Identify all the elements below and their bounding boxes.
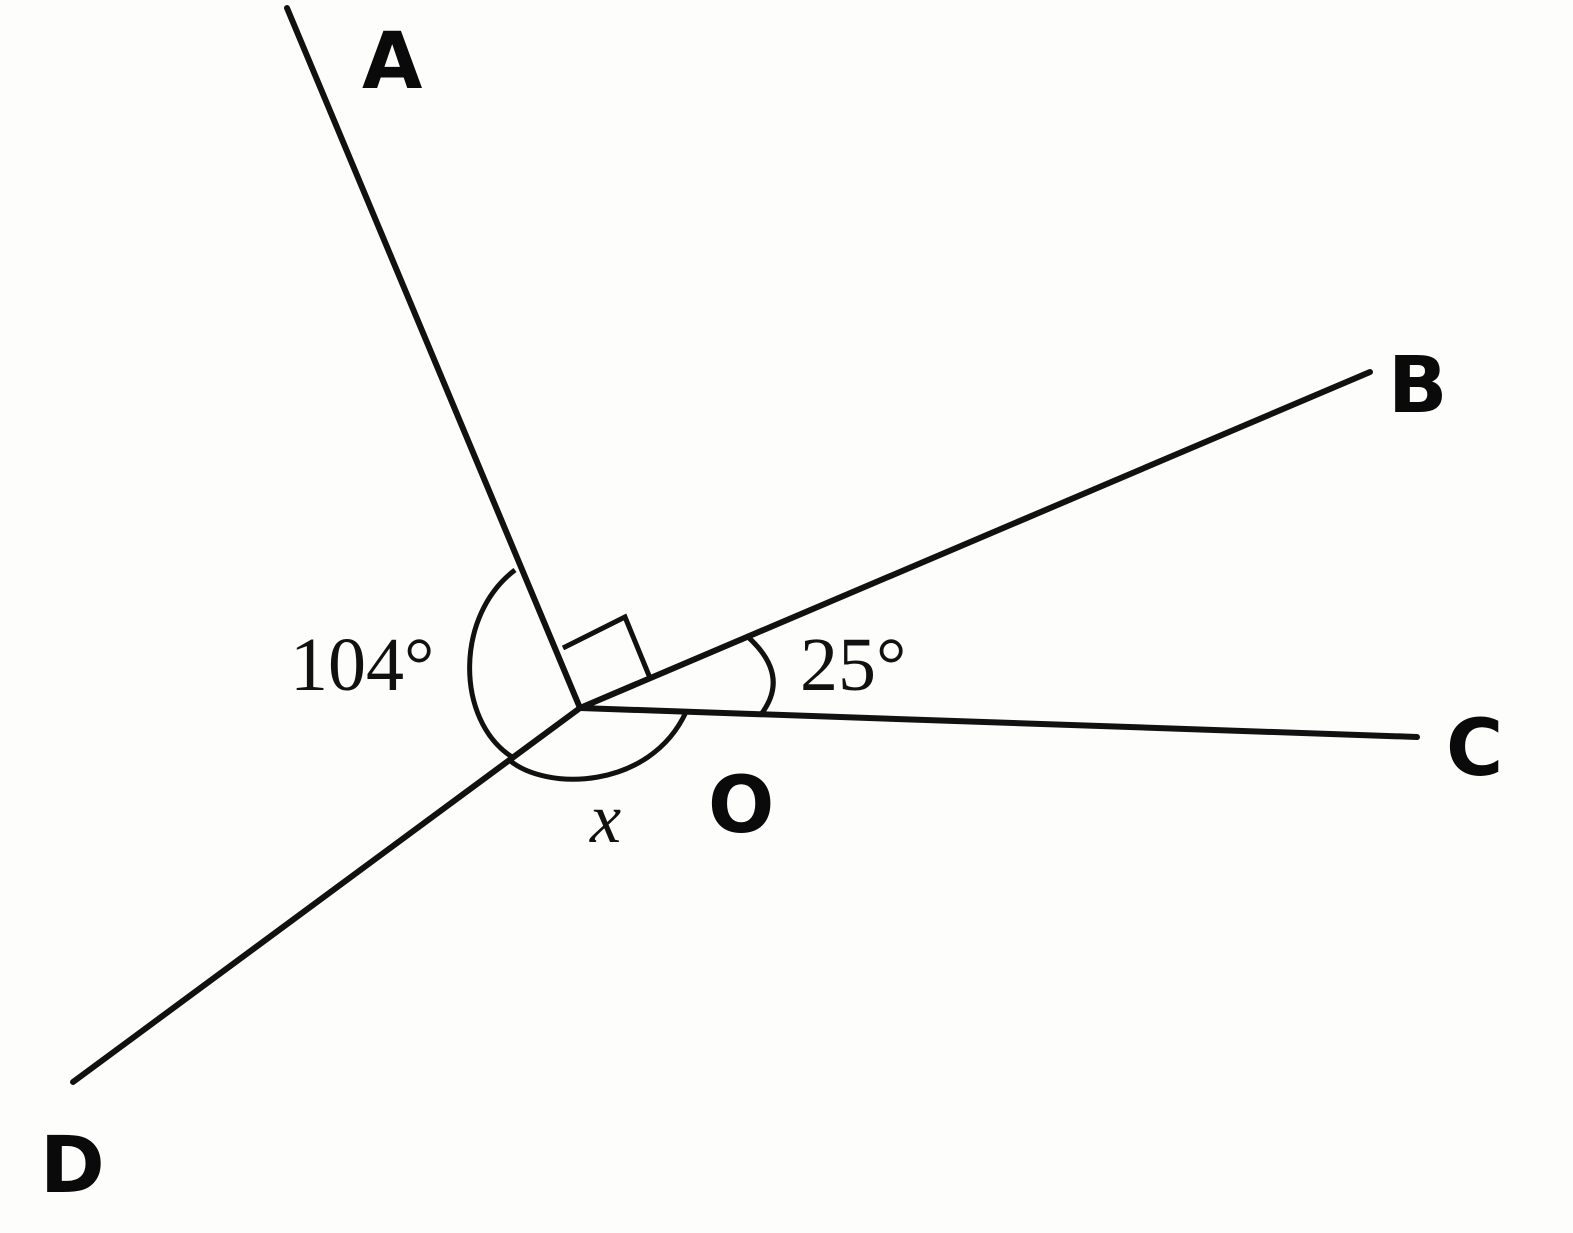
label-angle-104: 104° — [290, 623, 434, 707]
ray-OA — [284, 5, 583, 711]
label-point-D: D — [40, 1121, 105, 1211]
label-point-A: A — [362, 17, 422, 107]
right-angle-marker — [561, 613, 653, 679]
label-point-O: O — [708, 761, 774, 851]
label-angle-x: x — [589, 781, 621, 858]
label-point-B: B — [1388, 341, 1447, 431]
ray-OC — [577, 705, 1420, 740]
label-angle-25: 25° — [800, 623, 906, 707]
ray-OB — [577, 369, 1373, 711]
angle-arc-25 — [746, 635, 776, 715]
label-point-C: C — [1446, 704, 1503, 794]
angle-arc-104 — [467, 568, 517, 760]
ray-OD — [70, 705, 583, 1085]
angle-arc-x — [506, 710, 689, 782]
